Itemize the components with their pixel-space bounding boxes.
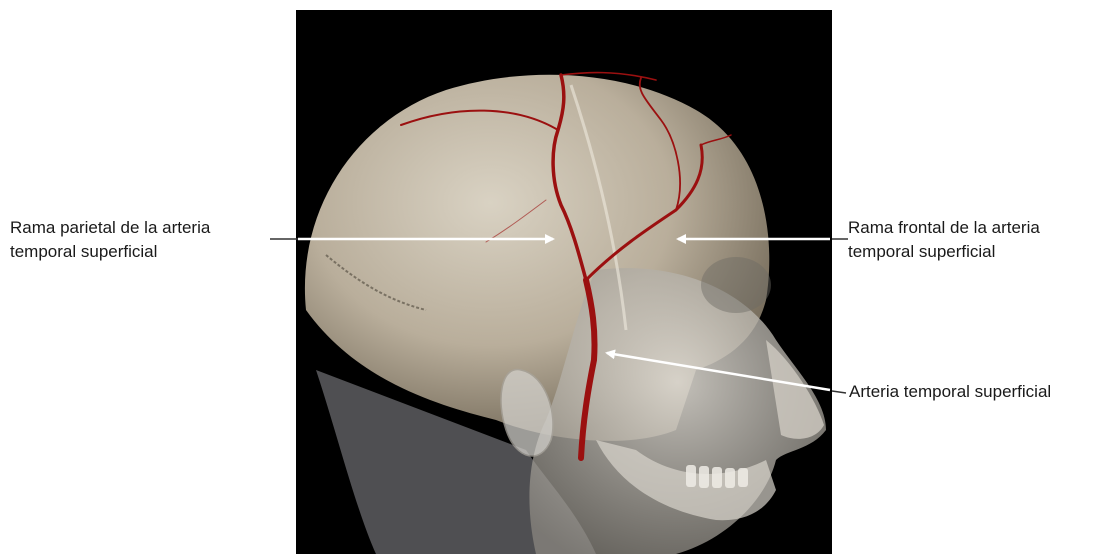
arrow-superficial-outside [832, 391, 846, 393]
skull-artery-illustration [296, 10, 832, 554]
parietal-branch-label: Rama parietal de la arteria temporal sup… [10, 216, 210, 264]
orbit-shape [701, 257, 771, 313]
frontal-branch-label: Rama frontal de la arteria temporal supe… [848, 216, 1040, 264]
anatomy-drawing [296, 10, 832, 554]
superficial-temporal-artery-label: Arteria temporal superficial [849, 380, 1051, 404]
